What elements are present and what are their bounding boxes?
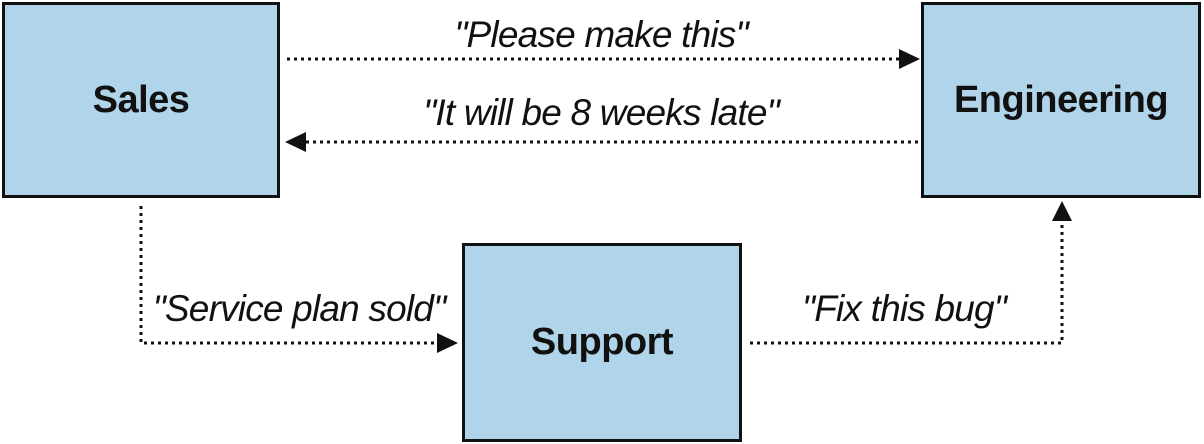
sales-box-label: Sales — [92, 78, 190, 121]
message-please-make-this: "Please make this" — [454, 14, 748, 55]
support-box: Support — [462, 243, 742, 442]
engineering-box: Engineering — [921, 2, 1201, 198]
engineering-box-label: Engineering — [953, 78, 1169, 121]
message-eight-weeks-late: "It will be 8 weeks late" — [423, 92, 780, 133]
message-service-plan-sold: "Service plan sold" — [152, 288, 447, 329]
arrowhead-right-to-support — [437, 333, 458, 353]
arrow-support-to-engineering-line — [750, 222, 1064, 345]
message-fix-this-bug: "Fix this bug" — [801, 288, 1007, 329]
arrowhead-up-to-engineering — [1052, 201, 1072, 221]
arrowhead-left-to-sales — [285, 132, 306, 152]
arrowhead-right-to-engineering — [899, 49, 920, 69]
sales-box: Sales — [2, 2, 280, 198]
support-box-label: Support — [530, 321, 674, 363]
